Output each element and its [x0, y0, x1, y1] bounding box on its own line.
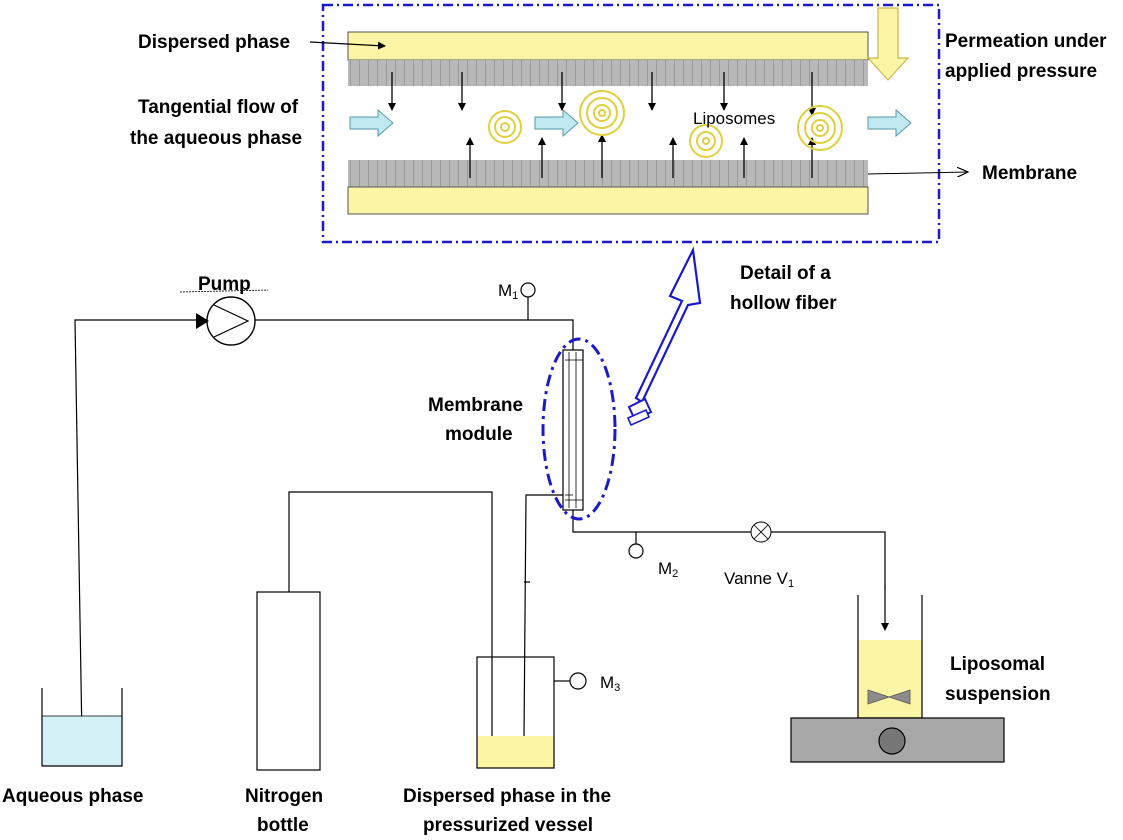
m2-gauge-icon — [628, 543, 644, 559]
flow-arrow-2 — [534, 108, 579, 138]
pump-label: Pump — [198, 274, 251, 295]
m3-gauge-icon — [569, 672, 587, 690]
dispersed-phase-label: Dispersed phase — [138, 32, 290, 53]
dispersed-phase-arrow — [309, 41, 386, 50]
detail-label-2: hollow fiber — [730, 293, 837, 314]
nitrogen-label-1: Nitrogen — [245, 786, 323, 807]
detail-callout-arrow — [626, 246, 702, 427]
flow-arrow-1 — [349, 108, 394, 138]
membrane-module — [562, 349, 584, 511]
aqueous-beaker — [41, 688, 123, 767]
valve-icon — [750, 521, 772, 543]
liposomal-label-1: Liposomal — [950, 654, 1045, 675]
liposomes-label: Liposomes — [693, 109, 775, 128]
tangential-label-1: Tangential flow of — [138, 97, 299, 118]
permeation-arrow — [866, 7, 910, 81]
liposomes — [488, 90, 843, 158]
nitrogen-bottle — [256, 591, 321, 771]
flow-arrow-3 — [867, 108, 912, 138]
tangential-label-2: the aqueous phase — [130, 128, 302, 149]
membrane-top — [348, 60, 868, 86]
pump-icon — [196, 296, 256, 346]
vanne-label: Vanne V1 — [724, 569, 794, 590]
vessel-label-1: Dispersed phase in the — [403, 786, 611, 807]
detail-frame — [321, 3, 941, 244]
permeation-up-arrows — [466, 134, 816, 178]
m1-label: M1 — [498, 281, 518, 302]
dispersed-layer-bottom — [347, 186, 869, 215]
pressurized-vessel — [476, 656, 587, 769]
permeation-down-arrows — [388, 72, 816, 116]
module-label-1: Membrane — [428, 395, 523, 416]
stir-bar-icon — [867, 689, 911, 705]
membrane-label: Membrane — [982, 163, 1077, 184]
membrane-bottom — [348, 160, 868, 187]
m3-label: M3 — [600, 673, 620, 694]
permeation-label-2: applied pressure — [945, 61, 1097, 82]
nitrogen-label-2: bottle — [257, 815, 309, 836]
hollow-fiber-detail: Dispersed phase Permeation under applied… — [130, 3, 1107, 244]
magnetic-stirrer — [790, 717, 1005, 763]
permeation-label-1: Permeation under — [945, 31, 1107, 52]
pump-underline — [179, 289, 269, 293]
module-label-2: module — [445, 424, 513, 445]
dispersed-layer-top — [347, 31, 869, 61]
piping — [74, 297, 886, 741]
detail-label-1: Detail of a — [740, 263, 831, 284]
membrane-pointer — [867, 172, 968, 174]
m1-gauge-icon — [520, 282, 536, 298]
m2-label: M2 — [658, 559, 678, 580]
liposomal-beaker — [857, 595, 923, 719]
liposomal-label-2: suspension — [945, 684, 1051, 705]
module-highlight — [541, 337, 617, 521]
vessel-label-2: pressurized vessel — [423, 815, 593, 836]
aqueous-label: Aqueous phase — [2, 786, 143, 807]
